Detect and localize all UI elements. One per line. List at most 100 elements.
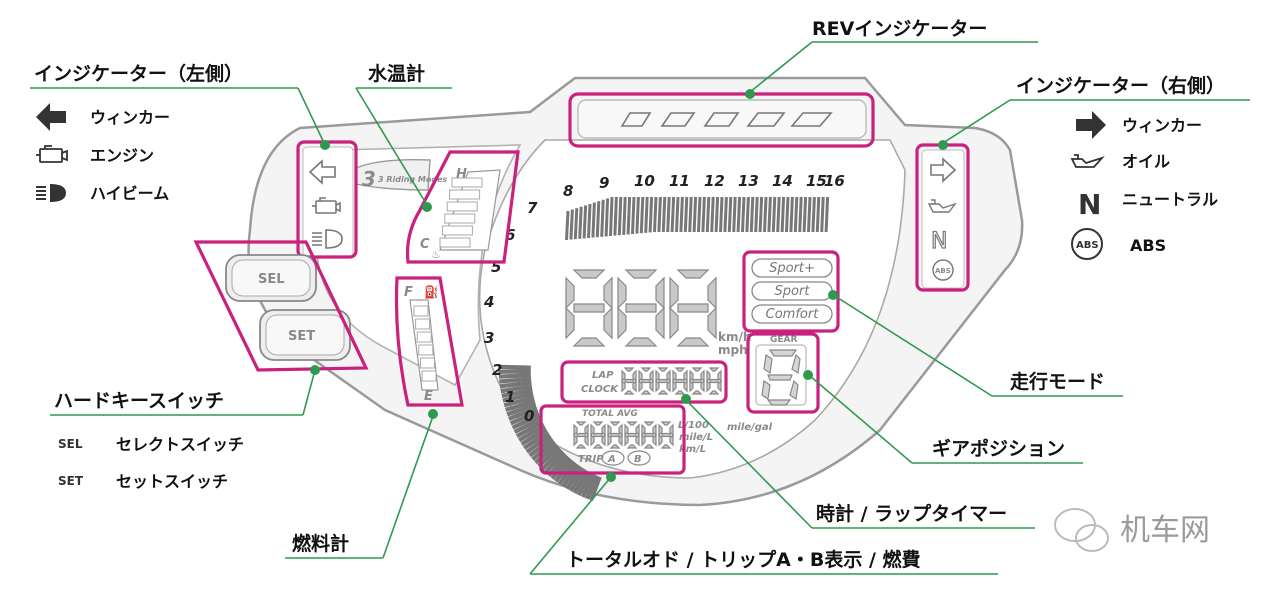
- tacho-segment: [657, 196, 662, 233]
- tacho-number: 0: [524, 407, 534, 425]
- tacho-number: 8: [563, 182, 573, 200]
- oil-icon: [1070, 154, 1105, 168]
- tacho-segment: [504, 399, 536, 412]
- tacho-segment: [639, 196, 645, 234]
- tacho-segment: [719, 196, 724, 233]
- speed-unit-km: km/h: [718, 330, 751, 344]
- digit-segment: [590, 423, 595, 437]
- legend-right-winker: ウィンカー: [1122, 116, 1202, 135]
- digit-segment: [618, 433, 623, 447]
- tacho-number: 9: [599, 174, 609, 192]
- digit-segment: [691, 390, 703, 395]
- riding-mode-highlight: [742, 250, 840, 333]
- digit-segment: [708, 390, 720, 395]
- digit-segment: [669, 423, 674, 437]
- tacho-segment: [653, 196, 658, 233]
- rev-lamp: [746, 112, 786, 127]
- tacho-segment: [502, 391, 534, 403]
- tacho-number: 12: [704, 172, 725, 190]
- riding-modes-text: 3 Riding Modes: [378, 175, 448, 184]
- speed-unit-mph: mph: [718, 343, 748, 357]
- legend-right-abs: ABS: [1130, 236, 1166, 255]
- legend-left-engine: エンジン: [90, 146, 154, 165]
- gear-caption: GEAR: [770, 335, 798, 345]
- rev-lamp: [620, 112, 652, 127]
- tacho-number: 11: [669, 172, 690, 190]
- winker-left-icon: [36, 103, 66, 131]
- tacho-segment: [595, 201, 601, 238]
- tacho-segment: [609, 196, 614, 237]
- tacho-segment: [531, 439, 556, 461]
- digit-segment: [621, 369, 626, 383]
- oil-lamp: [927, 199, 957, 213]
- tacho-segment: [736, 196, 742, 233]
- digit-segment: [674, 390, 686, 395]
- temp-segment: [439, 237, 471, 248]
- tacho-segment: [626, 196, 632, 235]
- digit-segment: [707, 306, 717, 340]
- tacho-segment: [561, 463, 580, 488]
- digit-segment: [669, 433, 674, 447]
- digit-segment: [584, 423, 589, 437]
- tacho-segment: [705, 196, 711, 233]
- highbeam-icon: [36, 184, 66, 202]
- digit-segment: [635, 423, 640, 437]
- tacho-segment: [580, 473, 596, 498]
- digit-segment: [565, 306, 575, 340]
- legend-right: ウィンカー オイル N ニュートラル ABS ABS: [1070, 111, 1218, 260]
- tacho-segment: [498, 373, 531, 379]
- highbeam-lamp: [312, 229, 343, 249]
- digit-segment: [624, 433, 629, 447]
- clock-digits: [621, 367, 722, 395]
- temp-segment: [446, 201, 478, 212]
- digit-segment: [677, 303, 709, 313]
- trip-digits: [573, 421, 674, 449]
- tacho-segment: [508, 406, 538, 421]
- tacho-segment: [622, 196, 627, 235]
- digit-segment: [655, 369, 660, 383]
- tacho-segment: [692, 196, 698, 233]
- digit-segment: [666, 369, 671, 383]
- total-avg-text: TOTAL AVG: [582, 409, 638, 419]
- neutral-icon: N: [1078, 188, 1101, 221]
- digit-segment: [658, 433, 663, 447]
- tacho-segment: [771, 196, 777, 233]
- mode-pill: [751, 304, 833, 324]
- gear-highlight: [746, 332, 820, 414]
- abs-lamp-text: ABS: [935, 267, 951, 275]
- tacho-segment: [811, 196, 816, 233]
- digit-segment: [626, 444, 638, 449]
- digit-segment: [657, 367, 669, 372]
- digit-segment: [691, 367, 703, 372]
- tacho-number: 5: [491, 258, 501, 276]
- tacho-number: 4: [483, 293, 494, 311]
- label-hard-key-switch: ハードキースイッチ: [54, 390, 224, 412]
- key-sel-label: SEL: [258, 272, 285, 287]
- digit-segment: [607, 423, 612, 437]
- fuel-pump-icon: ⛽: [424, 285, 439, 299]
- tacho-segment: [745, 196, 750, 233]
- digit-segment: [660, 421, 672, 426]
- temp-c: C: [420, 237, 430, 252]
- fuel-f: F: [404, 285, 413, 300]
- unit-milegal: mile/gal: [727, 422, 773, 433]
- fuel-gauge-highlight: [394, 276, 464, 407]
- digit-segment: [708, 367, 720, 372]
- digit-segment: [643, 421, 655, 426]
- tacho-segment: [591, 202, 596, 238]
- digit-segment: [592, 421, 604, 426]
- digit-segment: [624, 337, 658, 347]
- rev-lamp: [660, 112, 696, 127]
- tacho-segment: [767, 196, 772, 233]
- digit-segment: [617, 306, 627, 340]
- digit-segment: [575, 421, 587, 426]
- digit-segment: [635, 433, 640, 447]
- abs-lamp: [932, 259, 954, 281]
- digit-segment: [623, 367, 635, 372]
- leader-lines: [30, 41, 1250, 575]
- neutral-lamp: N: [931, 229, 947, 254]
- digit-segment: [603, 276, 613, 310]
- label-left-indicators: インジケーター（左側）: [34, 62, 243, 85]
- digit-segment: [573, 423, 578, 437]
